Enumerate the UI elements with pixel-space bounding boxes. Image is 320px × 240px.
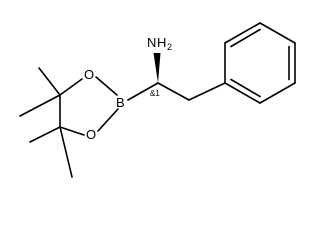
- atom-o-bottom-label: O: [86, 127, 96, 142]
- stereo-label: &1: [150, 89, 160, 98]
- bond-ch2-phenyl: [188, 82, 226, 101]
- atom-b-label: B: [116, 95, 125, 110]
- bond-c2-o-bottom: [59, 126, 85, 136]
- atom-n-label: N: [147, 35, 156, 50]
- methyl-bond-4: [59, 126, 73, 178]
- bond-c1-o-top: [59, 78, 83, 96]
- methyl-bond-1: [38, 67, 61, 96]
- wedge-bond-n: [153, 53, 161, 83]
- atom-h-label: H: [157, 35, 166, 50]
- methyl-bond-2: [19, 94, 61, 117]
- atom-labels: N H 2 O O B &1: [84, 35, 172, 142]
- bond-b-calpha: [127, 82, 159, 101]
- methyl-bond-3: [29, 126, 61, 143]
- molecule-drawing: N H 2 O O B &1: [19, 22, 296, 178]
- pinacol-ring: [59, 76, 119, 136]
- ring-bond-2: [224, 22, 261, 44]
- atom-h-count: 2: [167, 42, 172, 52]
- phenyl-ring: [224, 22, 296, 104]
- methyl-groups: [19, 67, 73, 178]
- ring-double-1: [230, 28, 261, 48]
- structure-canvas: N H 2 O O B &1: [19, 22, 296, 178]
- ring-bond-5: [259, 82, 296, 104]
- ring-bond-6: [224, 82, 261, 104]
- bond-o-bottom-b: [97, 108, 119, 132]
- ring-bond-3: [259, 22, 296, 44]
- ring-double-3: [230, 78, 261, 98]
- atom-o-top-label: O: [84, 67, 94, 82]
- bond-calpha-ch2: [157, 82, 190, 101]
- bond-o-top-b: [95, 76, 118, 96]
